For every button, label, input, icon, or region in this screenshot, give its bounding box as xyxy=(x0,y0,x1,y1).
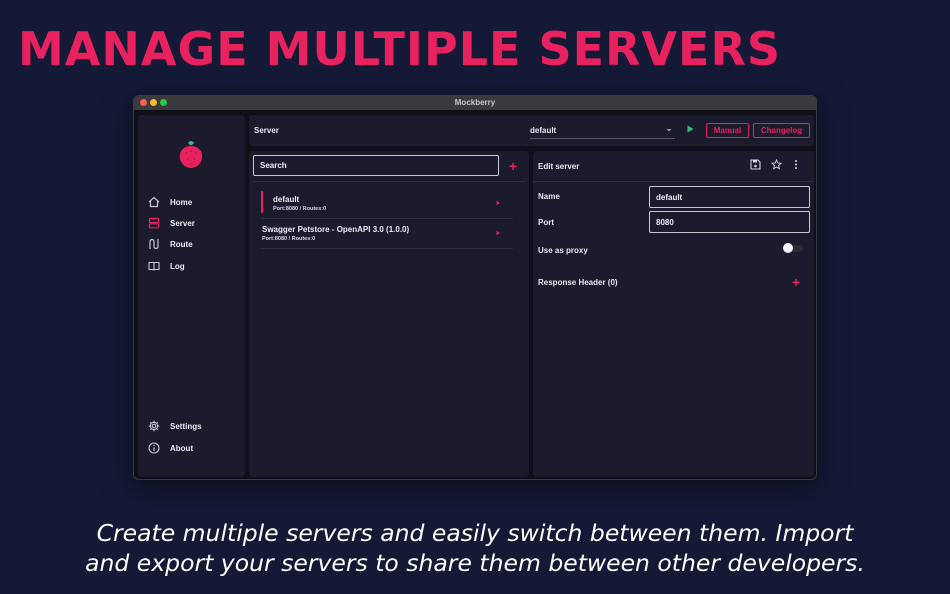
server-icon xyxy=(147,216,161,230)
sidebar-item-label: About xyxy=(170,443,194,453)
sidebar-item-label: Settings xyxy=(170,421,202,431)
port-label: Port xyxy=(538,218,554,227)
toggle-track xyxy=(786,245,803,252)
minimize-window-button[interactable] xyxy=(150,99,157,106)
more-vertical-icon[interactable] xyxy=(793,159,799,170)
raspberry-logo-icon xyxy=(179,141,203,168)
sidebar-item-log[interactable]: Log xyxy=(147,258,239,274)
add-server-button[interactable]: + xyxy=(509,158,518,174)
name-label: Name xyxy=(538,192,560,201)
server-name: default xyxy=(273,195,300,204)
selected-indicator xyxy=(261,191,263,213)
manual-button[interactable]: Manual xyxy=(706,123,749,138)
add-response-header-button[interactable]: + xyxy=(792,274,801,290)
divider xyxy=(261,218,513,219)
divider xyxy=(533,181,814,182)
sidebar-item-label: Log xyxy=(170,261,185,271)
log-icon xyxy=(147,259,161,273)
sidebar: Home Server Route Log Settings xyxy=(138,115,245,477)
sidebar-item-about[interactable]: About xyxy=(147,440,239,456)
port-field[interactable]: 8080 xyxy=(649,211,810,233)
chevron-down-icon xyxy=(666,129,672,132)
server-toolbar: Server default Manual Changelog xyxy=(249,115,814,146)
caption-line-2: and export your servers to share them be… xyxy=(85,549,865,577)
sidebar-item-home[interactable]: Home xyxy=(147,194,239,210)
server-select[interactable]: default xyxy=(530,123,675,139)
save-icon[interactable] xyxy=(750,159,761,170)
divider xyxy=(261,248,513,249)
sidebar-item-label: Server xyxy=(170,218,195,228)
home-icon xyxy=(147,195,161,209)
server-name: Swagger Petstore - OpenAPI 3.0 (1.0.0) xyxy=(262,225,410,234)
route-icon xyxy=(147,237,161,251)
headline: MANAGE MULTIPLE SERVERS xyxy=(18,22,781,76)
changelog-button[interactable]: Changelog xyxy=(753,123,810,138)
chevron-right-icon xyxy=(496,230,500,236)
server-select-value: default xyxy=(530,126,557,135)
sidebar-item-label: Route xyxy=(170,239,193,249)
sidebar-item-route[interactable]: Route xyxy=(147,236,239,252)
title-bar: Mockberry xyxy=(134,96,816,110)
response-header-label: Response Header (0) xyxy=(538,278,618,287)
toggle-knob xyxy=(783,243,793,253)
server-list-item[interactable]: Swagger Petstore - OpenAPI 3.0 (1.0.0) P… xyxy=(253,221,521,253)
sidebar-item-server[interactable]: Server xyxy=(147,215,239,231)
zoom-window-button[interactable] xyxy=(160,99,167,106)
sidebar-item-settings[interactable]: Settings xyxy=(147,418,239,434)
server-list-panel: Search + default Port:8080 / Routes:0 Sw… xyxy=(249,151,529,477)
use-as-proxy-toggle[interactable] xyxy=(783,243,803,253)
edit-server-panel: Edit server Name default Port 8080 Use a… xyxy=(533,151,814,477)
name-field[interactable]: default xyxy=(649,186,810,208)
close-window-button[interactable] xyxy=(140,99,147,106)
app-window: Mockberry Home Server Route xyxy=(133,95,817,480)
search-input[interactable]: Search xyxy=(253,155,499,176)
divider xyxy=(253,181,525,182)
server-label: Server xyxy=(254,126,279,135)
caption-line-1: Create multiple servers and easily switc… xyxy=(96,519,854,547)
info-icon xyxy=(147,441,161,455)
edit-server-title: Edit server xyxy=(538,162,580,171)
search-placeholder: Search xyxy=(260,161,287,170)
chevron-right-icon xyxy=(496,200,500,206)
name-field-value: default xyxy=(656,193,683,202)
use-as-proxy-label: Use as proxy xyxy=(538,246,588,255)
gear-icon xyxy=(147,419,161,433)
window-title: Mockberry xyxy=(454,98,496,107)
server-list-item[interactable]: default Port:8080 / Routes:0 xyxy=(253,187,521,219)
sidebar-item-label: Home xyxy=(170,197,193,207)
star-icon[interactable] xyxy=(771,159,782,170)
server-meta: Port:8080 / Routes:0 xyxy=(273,206,327,212)
server-meta: Port:8080 / Routes:0 xyxy=(262,236,316,242)
port-field-value: 8080 xyxy=(656,218,674,227)
play-icon[interactable] xyxy=(685,124,695,134)
caption: Create multiple servers and easily switc… xyxy=(0,518,950,578)
